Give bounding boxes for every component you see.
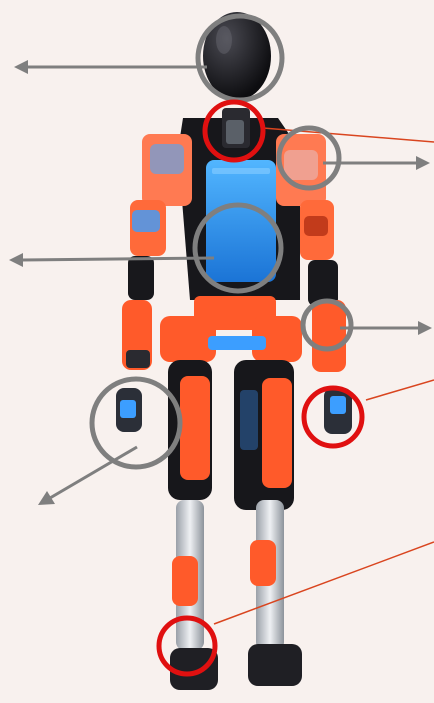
torso-arrow <box>22 258 214 260</box>
torso-battery <box>206 160 276 282</box>
left-hip <box>160 316 216 362</box>
left-forearm-joint <box>128 256 154 300</box>
left-foot <box>170 648 218 690</box>
right-forearm <box>312 300 346 372</box>
right-foot <box>248 644 302 686</box>
